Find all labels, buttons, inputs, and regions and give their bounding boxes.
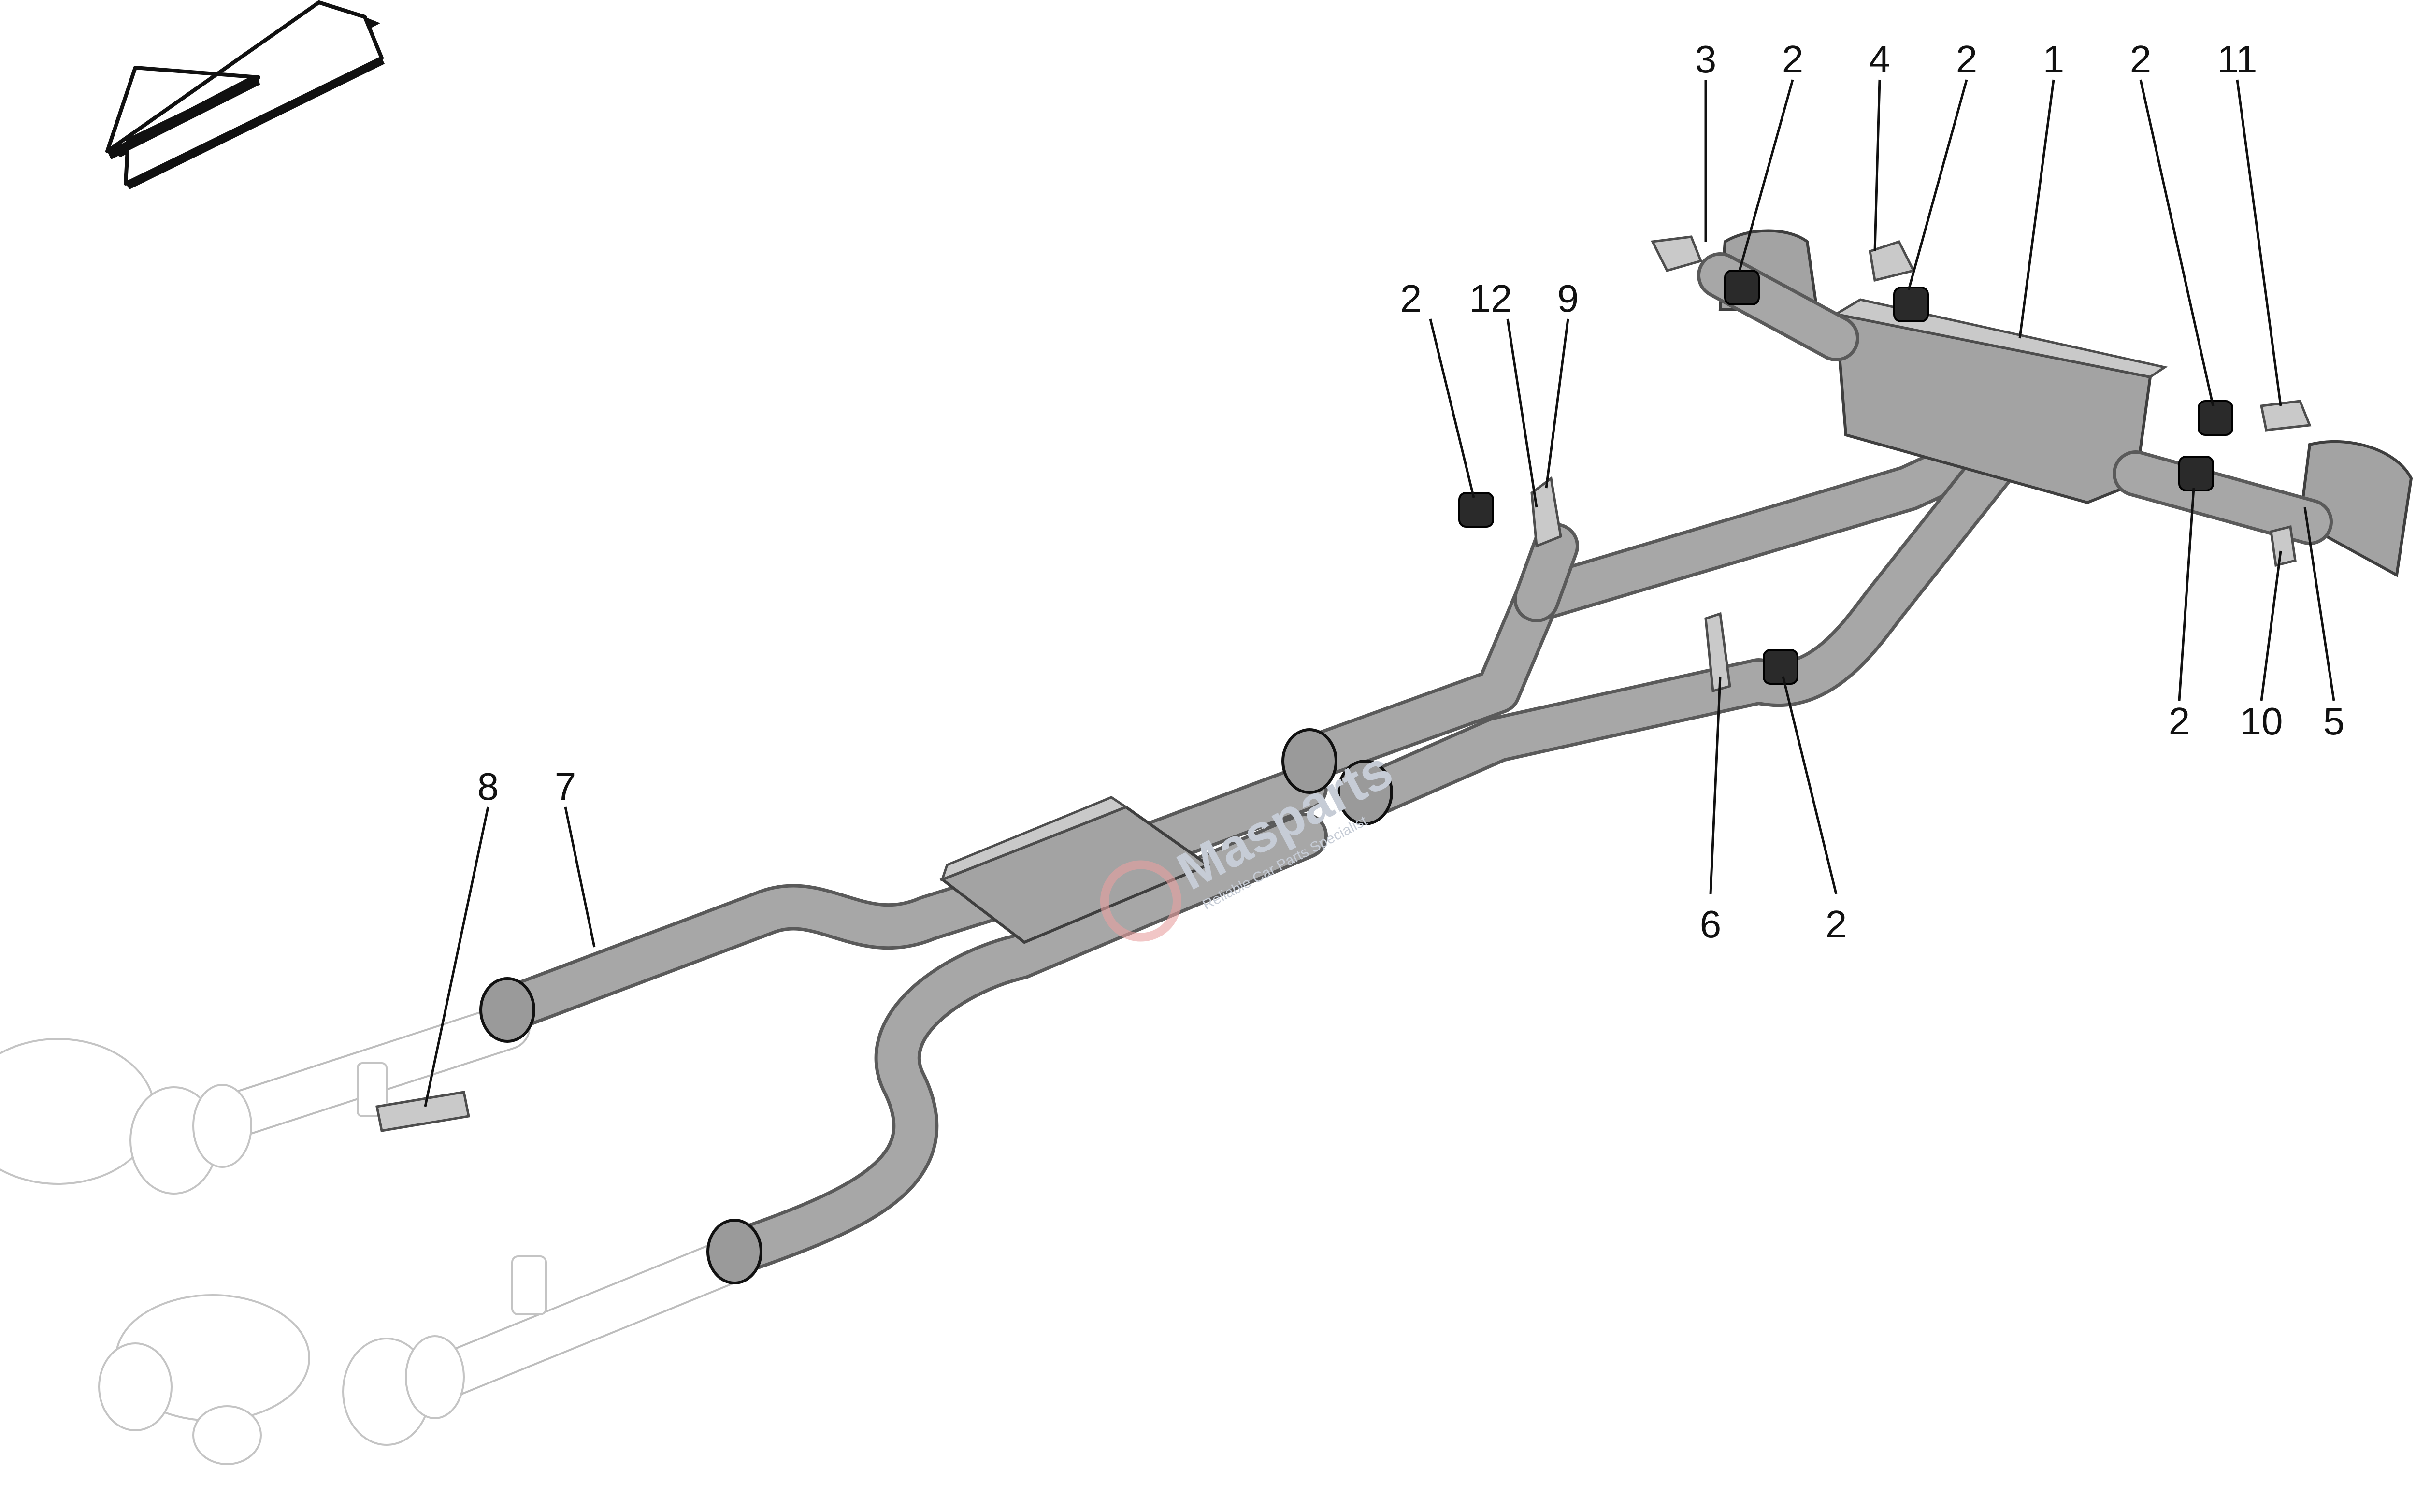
callout-label: 1 (2043, 38, 2065, 81)
callout-label: 12 (1469, 277, 1512, 320)
callout-label: 2 (1956, 38, 1978, 81)
callout-label: 2 (2130, 38, 2152, 81)
rubber-mounts (1458, 270, 2233, 685)
brackets (375, 235, 2312, 1132)
rear-silencer (1697, 229, 2413, 577)
callout-label: 10 (2240, 700, 2283, 743)
callout-numbers: 3 2 4 2 1 2 11 2 12 9 2 10 5 6 2 8 7 (477, 38, 2345, 946)
callout-label: 2 (1400, 277, 1422, 320)
watermark-logo-icon (1100, 860, 1181, 942)
leader-lines (424, 79, 2335, 1107)
callout-label: 6 (1700, 903, 1722, 946)
pipe-clamps (479, 728, 1393, 1284)
callout-label: 2 (1782, 38, 1804, 81)
callout-label: 11 (2217, 38, 2257, 81)
callout-label: 3 (1695, 38, 1717, 81)
callout-label: 8 (477, 765, 499, 808)
callout-label: 2 (1826, 903, 1847, 946)
center-resonator (939, 796, 1211, 944)
callout-label: 5 (2323, 700, 2345, 743)
callout-label: 9 (1557, 277, 1579, 320)
callout-label: 7 (555, 765, 576, 808)
callout-label: 2 (2169, 700, 2190, 743)
ghost-catalytic-converters (0, 1004, 758, 1465)
callout-label: 4 (1869, 38, 1891, 81)
arrow-front-left-icon (105, 0, 385, 189)
